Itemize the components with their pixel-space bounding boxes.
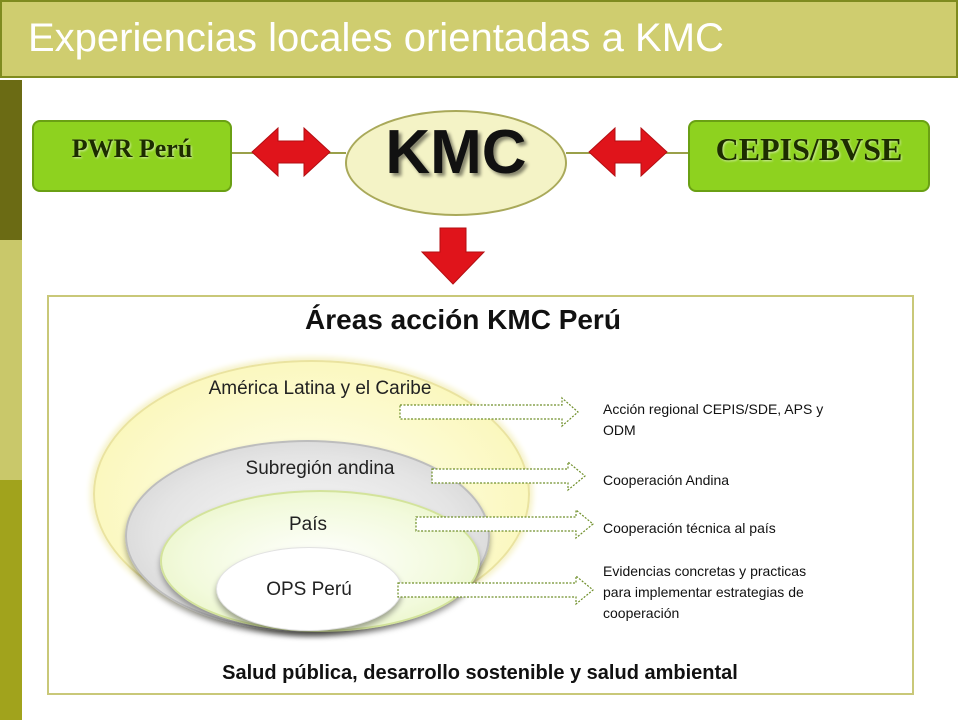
left-strip-light bbox=[0, 240, 22, 480]
double-arrow-left-icon bbox=[251, 126, 331, 178]
level-label-ops-peru: OPS Perú bbox=[266, 579, 352, 600]
page-title: Experiencias locales orientadas a KMC bbox=[28, 16, 724, 60]
action-text-pais: Cooperación técnica al país bbox=[603, 520, 776, 536]
ellipse-ops-peru bbox=[216, 547, 402, 631]
action-text-andina: Cooperación Andina bbox=[603, 472, 730, 488]
cepis-bvse-box: CEPIS/BVSE bbox=[688, 120, 930, 192]
action-text-evidencias: Evidencias concretas y practicas para im… bbox=[603, 563, 807, 621]
left-strip-dark bbox=[0, 80, 22, 240]
level-label-america-latina: América Latina y el Caribe bbox=[208, 378, 432, 399]
down-arrow-icon bbox=[420, 227, 486, 285]
pwr-peru-label: PWR Perú bbox=[71, 134, 193, 163]
pwr-peru-box: PWR Perú bbox=[32, 120, 232, 192]
outline-arrow-3-icon bbox=[415, 508, 594, 540]
double-arrow-right-icon bbox=[588, 126, 668, 178]
action-text-regional: Acción regional CEPIS/SDE, APS y ODM bbox=[603, 401, 824, 438]
title-bar: Experiencias locales orientadas a KMC bbox=[0, 0, 958, 78]
level-label-subregion-andina: Subregión andina bbox=[245, 458, 395, 479]
left-strip-olive bbox=[0, 480, 22, 720]
kmc-ellipse: KMC bbox=[345, 110, 567, 216]
areas-title: Áreas acción KMC Perú bbox=[305, 304, 621, 335]
cepis-bvse-label: CEPIS/BVSE bbox=[715, 130, 903, 167]
outline-arrow-2-icon bbox=[431, 460, 586, 492]
outline-arrow-1-icon bbox=[399, 396, 579, 428]
footer-text: Salud pública, desarrollo sostenible y s… bbox=[222, 662, 738, 684]
level-label-pais: País bbox=[288, 514, 328, 535]
kmc-label: KMC bbox=[385, 117, 527, 187]
outline-arrow-4-icon bbox=[397, 574, 594, 606]
